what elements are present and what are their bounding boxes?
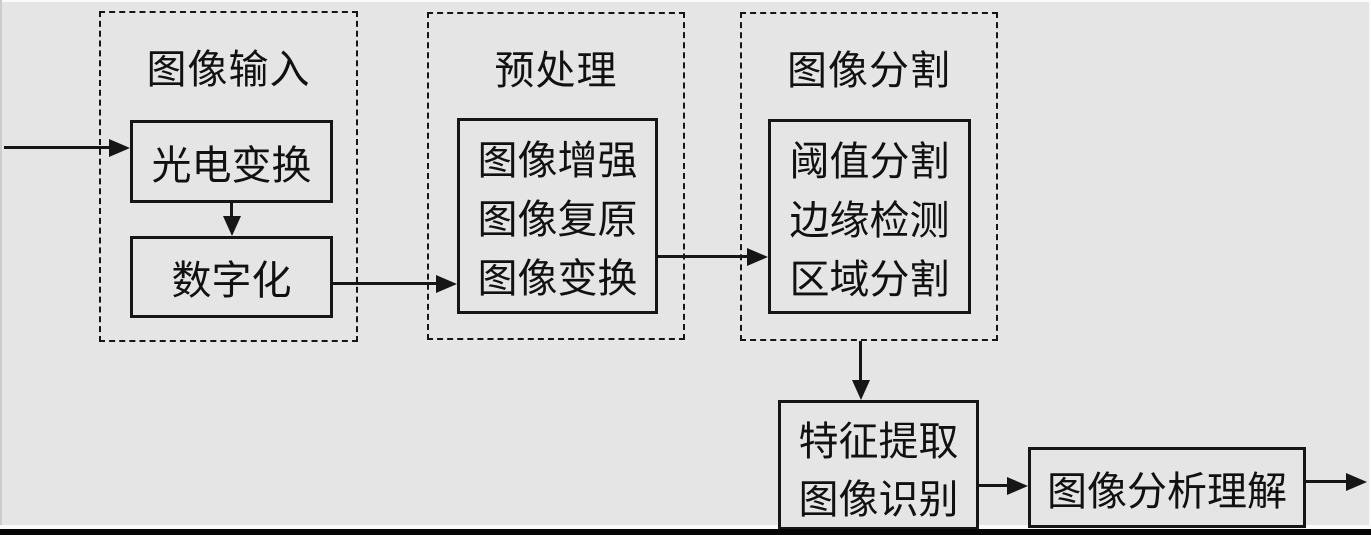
preprocessing-line-enhancement: 图像增强 — [477, 137, 638, 183]
group-image-segmentation: 图像分割 — [740, 12, 998, 341]
group-image-input-title: 图像输入 — [146, 47, 311, 92]
arrow-segmentation-to-feature-head — [852, 380, 870, 400]
node-feature-extraction-recognition: 特征提取 图像识别 — [778, 400, 979, 530]
segmentation-line-region: 区域分割 — [789, 256, 950, 302]
node-segmentation-methods: 阈值分割 边缘检测 区域分割 — [768, 119, 971, 314]
segmentation-line-edge-detection: 边缘检测 — [789, 197, 950, 243]
arrow-digitization-to-preprocessing-line — [333, 282, 440, 285]
bottom-black-bar — [0, 529, 1371, 535]
feature-line-recognition: 图像识别 — [798, 477, 959, 522]
arrow-feature-to-analysis-line — [978, 484, 1011, 487]
group-preprocessing-title: 预处理 — [494, 48, 618, 93]
node-image-analysis-understanding-label: 图像分析理解 — [1047, 468, 1287, 514]
preprocessing-line-restoration: 图像复原 — [477, 196, 638, 242]
group-preprocessing: 预处理 — [427, 12, 685, 340]
arrow-digitization-to-preprocessing-head — [436, 275, 457, 293]
frame-edge-bottom — [0, 525, 1371, 529]
segmentation-line-threshold: 阈值分割 — [789, 138, 950, 184]
preprocessing-line-transformation: 图像变换 — [477, 256, 638, 302]
feature-line-extraction: 特征提取 — [798, 419, 959, 464]
frame-edge-right — [1369, 0, 1371, 535]
arrow-feature-to-analysis-head — [1007, 477, 1028, 495]
node-image-analysis-understanding: 图像分析理解 — [1028, 447, 1306, 528]
arrow-preprocessing-to-segmentation-head — [747, 248, 768, 266]
arrow-preprocessing-to-segmentation-line — [657, 255, 751, 258]
arrow-photoelectric-to-digitization-line — [230, 203, 233, 219]
node-photoelectric-conversion: 光电变换 — [130, 120, 333, 203]
group-image-input: 图像输入 — [99, 11, 358, 342]
group-image-segmentation-title: 图像分割 — [787, 48, 951, 93]
arrow-external-input-head — [109, 139, 130, 157]
arrow-segmentation-to-feature-line — [859, 341, 862, 383]
node-digitization-label: 数字化 — [171, 258, 292, 303]
frame-edge-left — [0, 0, 2, 535]
node-preprocessing-methods: 图像增强 图像复原 图像变换 — [457, 118, 658, 314]
arrow-photoelectric-to-digitization-head — [223, 216, 241, 236]
node-photoelectric-conversion-label: 光电变换 — [151, 142, 312, 188]
arrow-analysis-output-head — [1346, 473, 1367, 491]
arrow-analysis-output-line — [1306, 480, 1349, 483]
node-digitization: 数字化 — [130, 236, 333, 318]
frame-edge-top — [0, 0, 1371, 2]
arrow-external-input-line — [4, 146, 112, 149]
